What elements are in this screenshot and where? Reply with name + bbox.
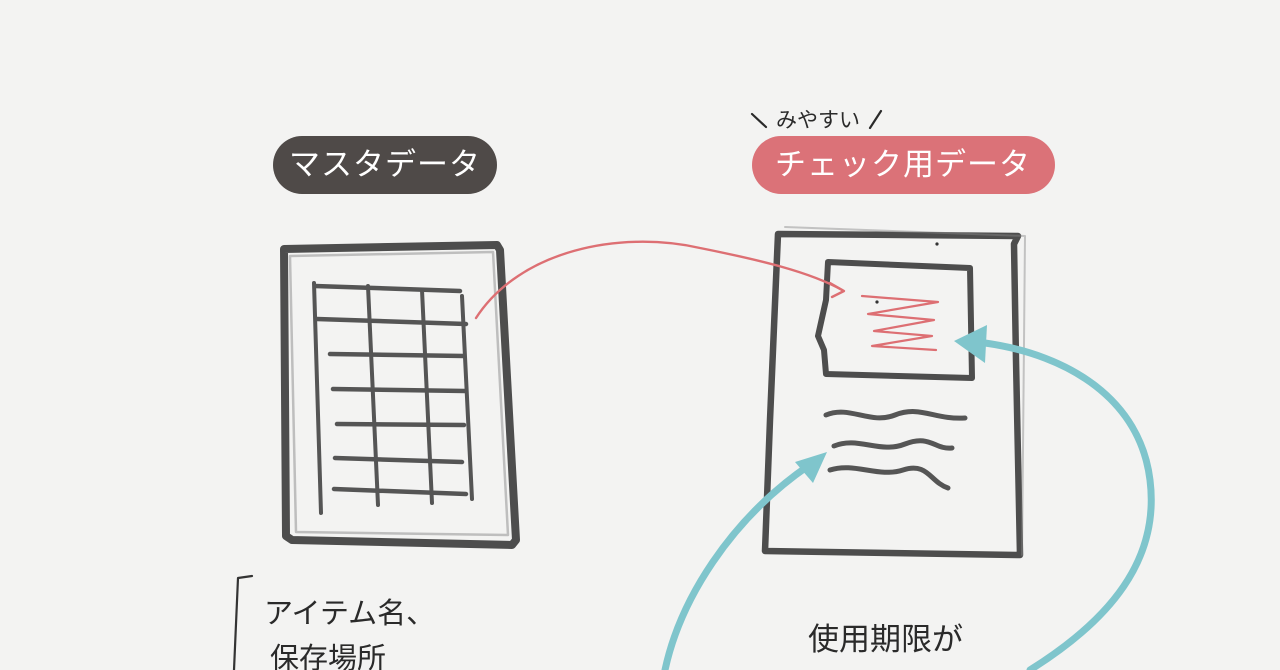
text-wavy-lines [823,409,968,491]
check-data-text: チェック用データ [775,147,1031,183]
red-zigzag-scribble [860,294,940,352]
table-row-line [331,486,469,497]
table-row-line [314,316,469,327]
pencil-dot [875,300,879,304]
master-sheet-inner-outline [288,250,510,537]
teal-arrowhead-right [954,325,987,363]
table-row-line [327,351,467,359]
red-arrow [474,240,846,320]
check-sheet-inner-outline [784,226,1026,556]
table-row-line [332,455,465,465]
table-column-line [420,288,434,505]
note-line-2: 保存場所 [270,641,386,670]
wavy-text-line [823,409,968,421]
expiry-note: 使用期限が [808,622,963,658]
emphasis-tick-right [868,109,883,130]
highlighted-box [815,259,975,381]
master-table-rows [312,283,469,497]
table-row-line [312,283,463,294]
master-data-text: マスタデータ [289,147,481,183]
teal-arrowhead-left [795,452,827,483]
table-column-line [312,281,323,515]
master-sheet-sketch [280,241,520,549]
note-bracket [232,574,254,670]
easy-to-read-annotation: みやすい [750,108,883,132]
table-column-line [460,294,474,501]
easy-to-read-text: みやすい [776,108,860,132]
check-data-pill [752,136,1055,194]
master-data-pill [273,136,497,194]
wavy-text-line [827,465,951,491]
wavy-text-line [831,438,955,451]
table-row-line [334,421,467,428]
master-table-columns [312,281,474,515]
teal-arrows [661,325,1155,670]
table-row-line [330,386,468,394]
table-column-line [366,284,380,507]
teal-arrow-right-curve [981,339,1155,670]
emphasis-tick-left [750,112,768,129]
pencil-dot [935,242,939,246]
check-data-label: チェック用データ [752,136,1055,194]
master-data-label: マスタデータ [273,136,497,194]
master-sheet-outline [280,241,520,549]
red-arrowhead [828,281,846,299]
item-note: アイテム名、 保存場所 [232,574,435,670]
check-sheet-outline [761,230,1024,559]
note-line-1: アイテム名、 [264,596,435,630]
check-sheet-sketch [761,226,1026,559]
teal-arrow-left-curve [661,462,812,670]
red-arrow-curve [474,240,844,320]
